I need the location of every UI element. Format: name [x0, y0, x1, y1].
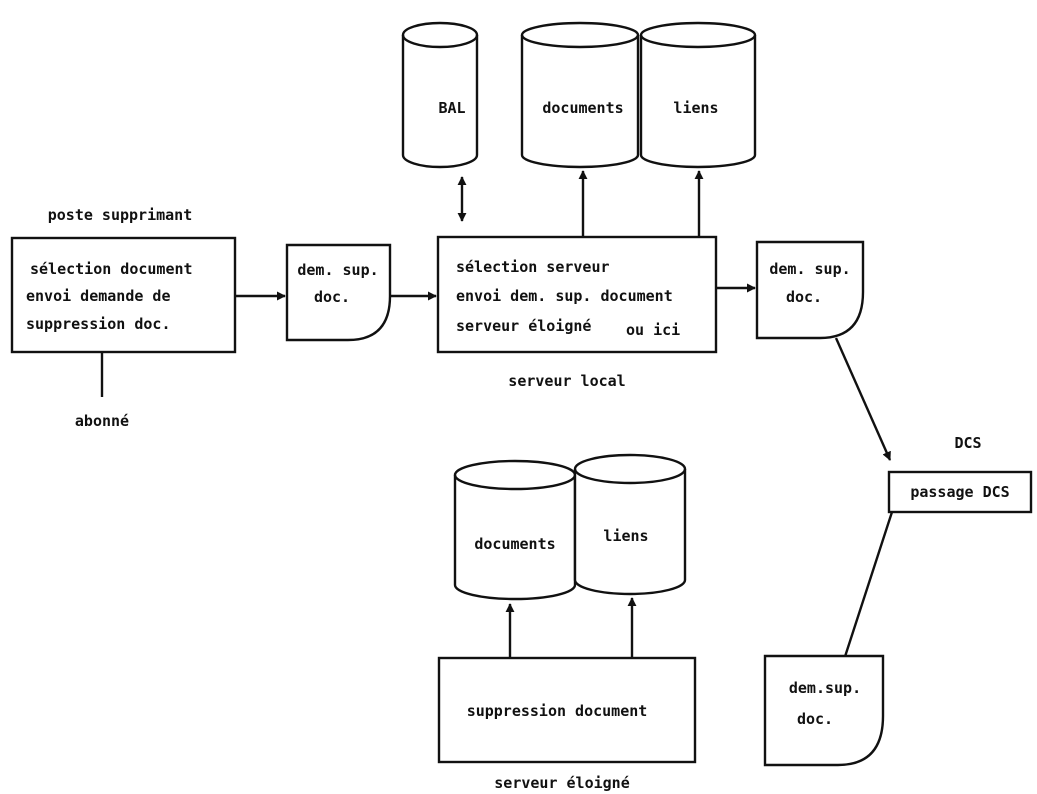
poste-line-2: envoi demande de: [26, 287, 171, 305]
poste-supprimant-label: poste supprimant: [48, 206, 193, 224]
passage-dcs-box: passage DCS: [887, 470, 1033, 514]
document-dem-sup-3: dem.sup. doc.: [763, 654, 885, 767]
poste-box: sélection document envoi demande de supp…: [10, 236, 237, 354]
arrow-dem-sup-2-to-dcs: [834, 337, 892, 461]
serveur-local-label: serveur local: [508, 372, 625, 390]
database-remote-liens: liens: [573, 453, 687, 596]
passage-dcs-text: passage DCS: [910, 483, 1009, 501]
database-local-liens-label: liens: [673, 99, 718, 117]
database-local-documents-label: documents: [542, 99, 623, 117]
dcs-label: DCS: [954, 434, 981, 452]
dem-sup-1-line-2: doc.: [314, 288, 350, 306]
serveur-local-line-1: sélection serveur: [456, 258, 610, 276]
database-remote-liens-label: liens: [603, 527, 648, 545]
suppression-box: suppression document: [437, 656, 697, 764]
poste-line-3: suppression doc.: [26, 315, 171, 333]
abonne-label: abonné: [75, 412, 129, 430]
document-dem-sup-2: dem. sup. doc.: [755, 240, 865, 340]
database-local-documents: documents: [520, 21, 640, 169]
arrow-dcs-to-dem-sup-3: [838, 511, 894, 673]
database-local-liens: liens: [639, 21, 757, 169]
dem-sup-2-line-2: doc.: [786, 288, 822, 306]
serveur-local-line-3: serveur éloigné: [456, 317, 591, 335]
poste-line-1: sélection document: [30, 260, 193, 278]
database-bal-label: BAL: [438, 99, 465, 117]
dem-sup-3-line-1: dem.sup.: [789, 679, 861, 697]
serveur-local-box: sélection serveur envoi dem. sup. docume…: [436, 235, 718, 354]
serveur-eloigne-label: serveur éloigné: [494, 774, 629, 792]
database-remote-documents: documents: [453, 459, 577, 601]
dem-sup-2-line-1: dem. sup.: [769, 260, 850, 278]
suppression-text: suppression document: [467, 702, 648, 720]
dem-sup-3-line-2: doc.: [797, 710, 833, 728]
document-dem-sup-1: dem. sup. doc.: [285, 243, 392, 342]
dem-sup-1-line-1: dem. sup.: [297, 261, 378, 279]
database-bal: BAL: [401, 21, 479, 169]
serveur-local-line-2: envoi dem. sup. document: [456, 287, 673, 305]
serveur-local-ou-ici: ou ici: [626, 321, 680, 339]
database-remote-documents-label: documents: [474, 535, 555, 553]
